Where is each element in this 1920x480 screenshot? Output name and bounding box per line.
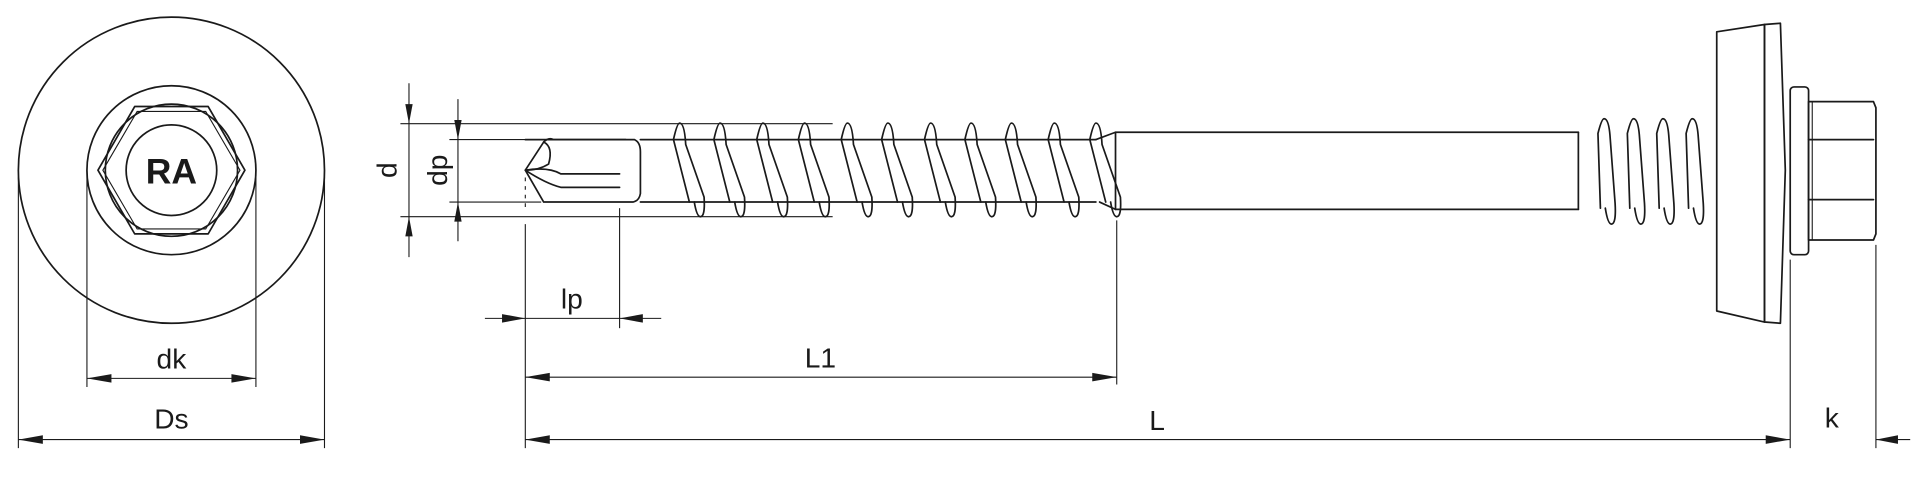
screw-side-view bbox=[524, 22, 1877, 325]
thread-flight bbox=[1655, 117, 1675, 225]
lp-label: lp bbox=[561, 284, 583, 315]
dimension-dk: dk bbox=[86, 170, 257, 387]
hex-chamfer-circle bbox=[104, 103, 239, 238]
dp-label: dp bbox=[422, 155, 453, 186]
marking-circle bbox=[125, 124, 218, 217]
thread-flight bbox=[964, 122, 997, 218]
hex-head-inner-chamfer bbox=[102, 110, 241, 230]
thread-flight bbox=[797, 122, 831, 218]
thread-flight bbox=[1626, 117, 1646, 225]
k-label: k bbox=[1825, 402, 1840, 433]
thread-flight bbox=[880, 122, 914, 218]
l-label: L bbox=[1149, 405, 1165, 436]
hex-head-outline bbox=[97, 105, 246, 235]
d-label: d bbox=[372, 162, 403, 178]
dimension-lp: lp bbox=[484, 284, 662, 323]
head-top-view: RA bbox=[17, 16, 326, 325]
upper-thread-flights bbox=[1597, 117, 1705, 225]
sealing-washer bbox=[1715, 22, 1787, 325]
thread-flight bbox=[1088, 122, 1122, 218]
hex-head-side bbox=[1789, 86, 1877, 256]
ds-label: Ds bbox=[154, 404, 188, 435]
dimension-l: L bbox=[525, 405, 1791, 444]
thread-flight bbox=[713, 122, 746, 218]
thread-flight bbox=[923, 122, 957, 218]
thread-flight bbox=[840, 122, 873, 218]
head-marking-text: RA bbox=[146, 152, 197, 192]
dk-label: dk bbox=[157, 344, 188, 375]
thread-flight bbox=[1047, 122, 1080, 218]
dimension-k: k bbox=[1789, 244, 1911, 449]
l1-label: L1 bbox=[805, 342, 836, 373]
thread-flight bbox=[1685, 117, 1705, 225]
dimension-d: d bbox=[372, 83, 833, 258]
thread-flights bbox=[672, 122, 1122, 218]
dimension-l1: L1 bbox=[525, 342, 1117, 382]
dimension-ds: Ds bbox=[17, 177, 326, 449]
washer-outline bbox=[17, 16, 326, 325]
thread-flight bbox=[755, 122, 789, 218]
dimension-dp: dp bbox=[422, 99, 542, 242]
thread-flight bbox=[1597, 117, 1617, 225]
thread-flight bbox=[672, 122, 706, 218]
thread-flight bbox=[1004, 122, 1038, 218]
drill-point bbox=[524, 137, 642, 203]
